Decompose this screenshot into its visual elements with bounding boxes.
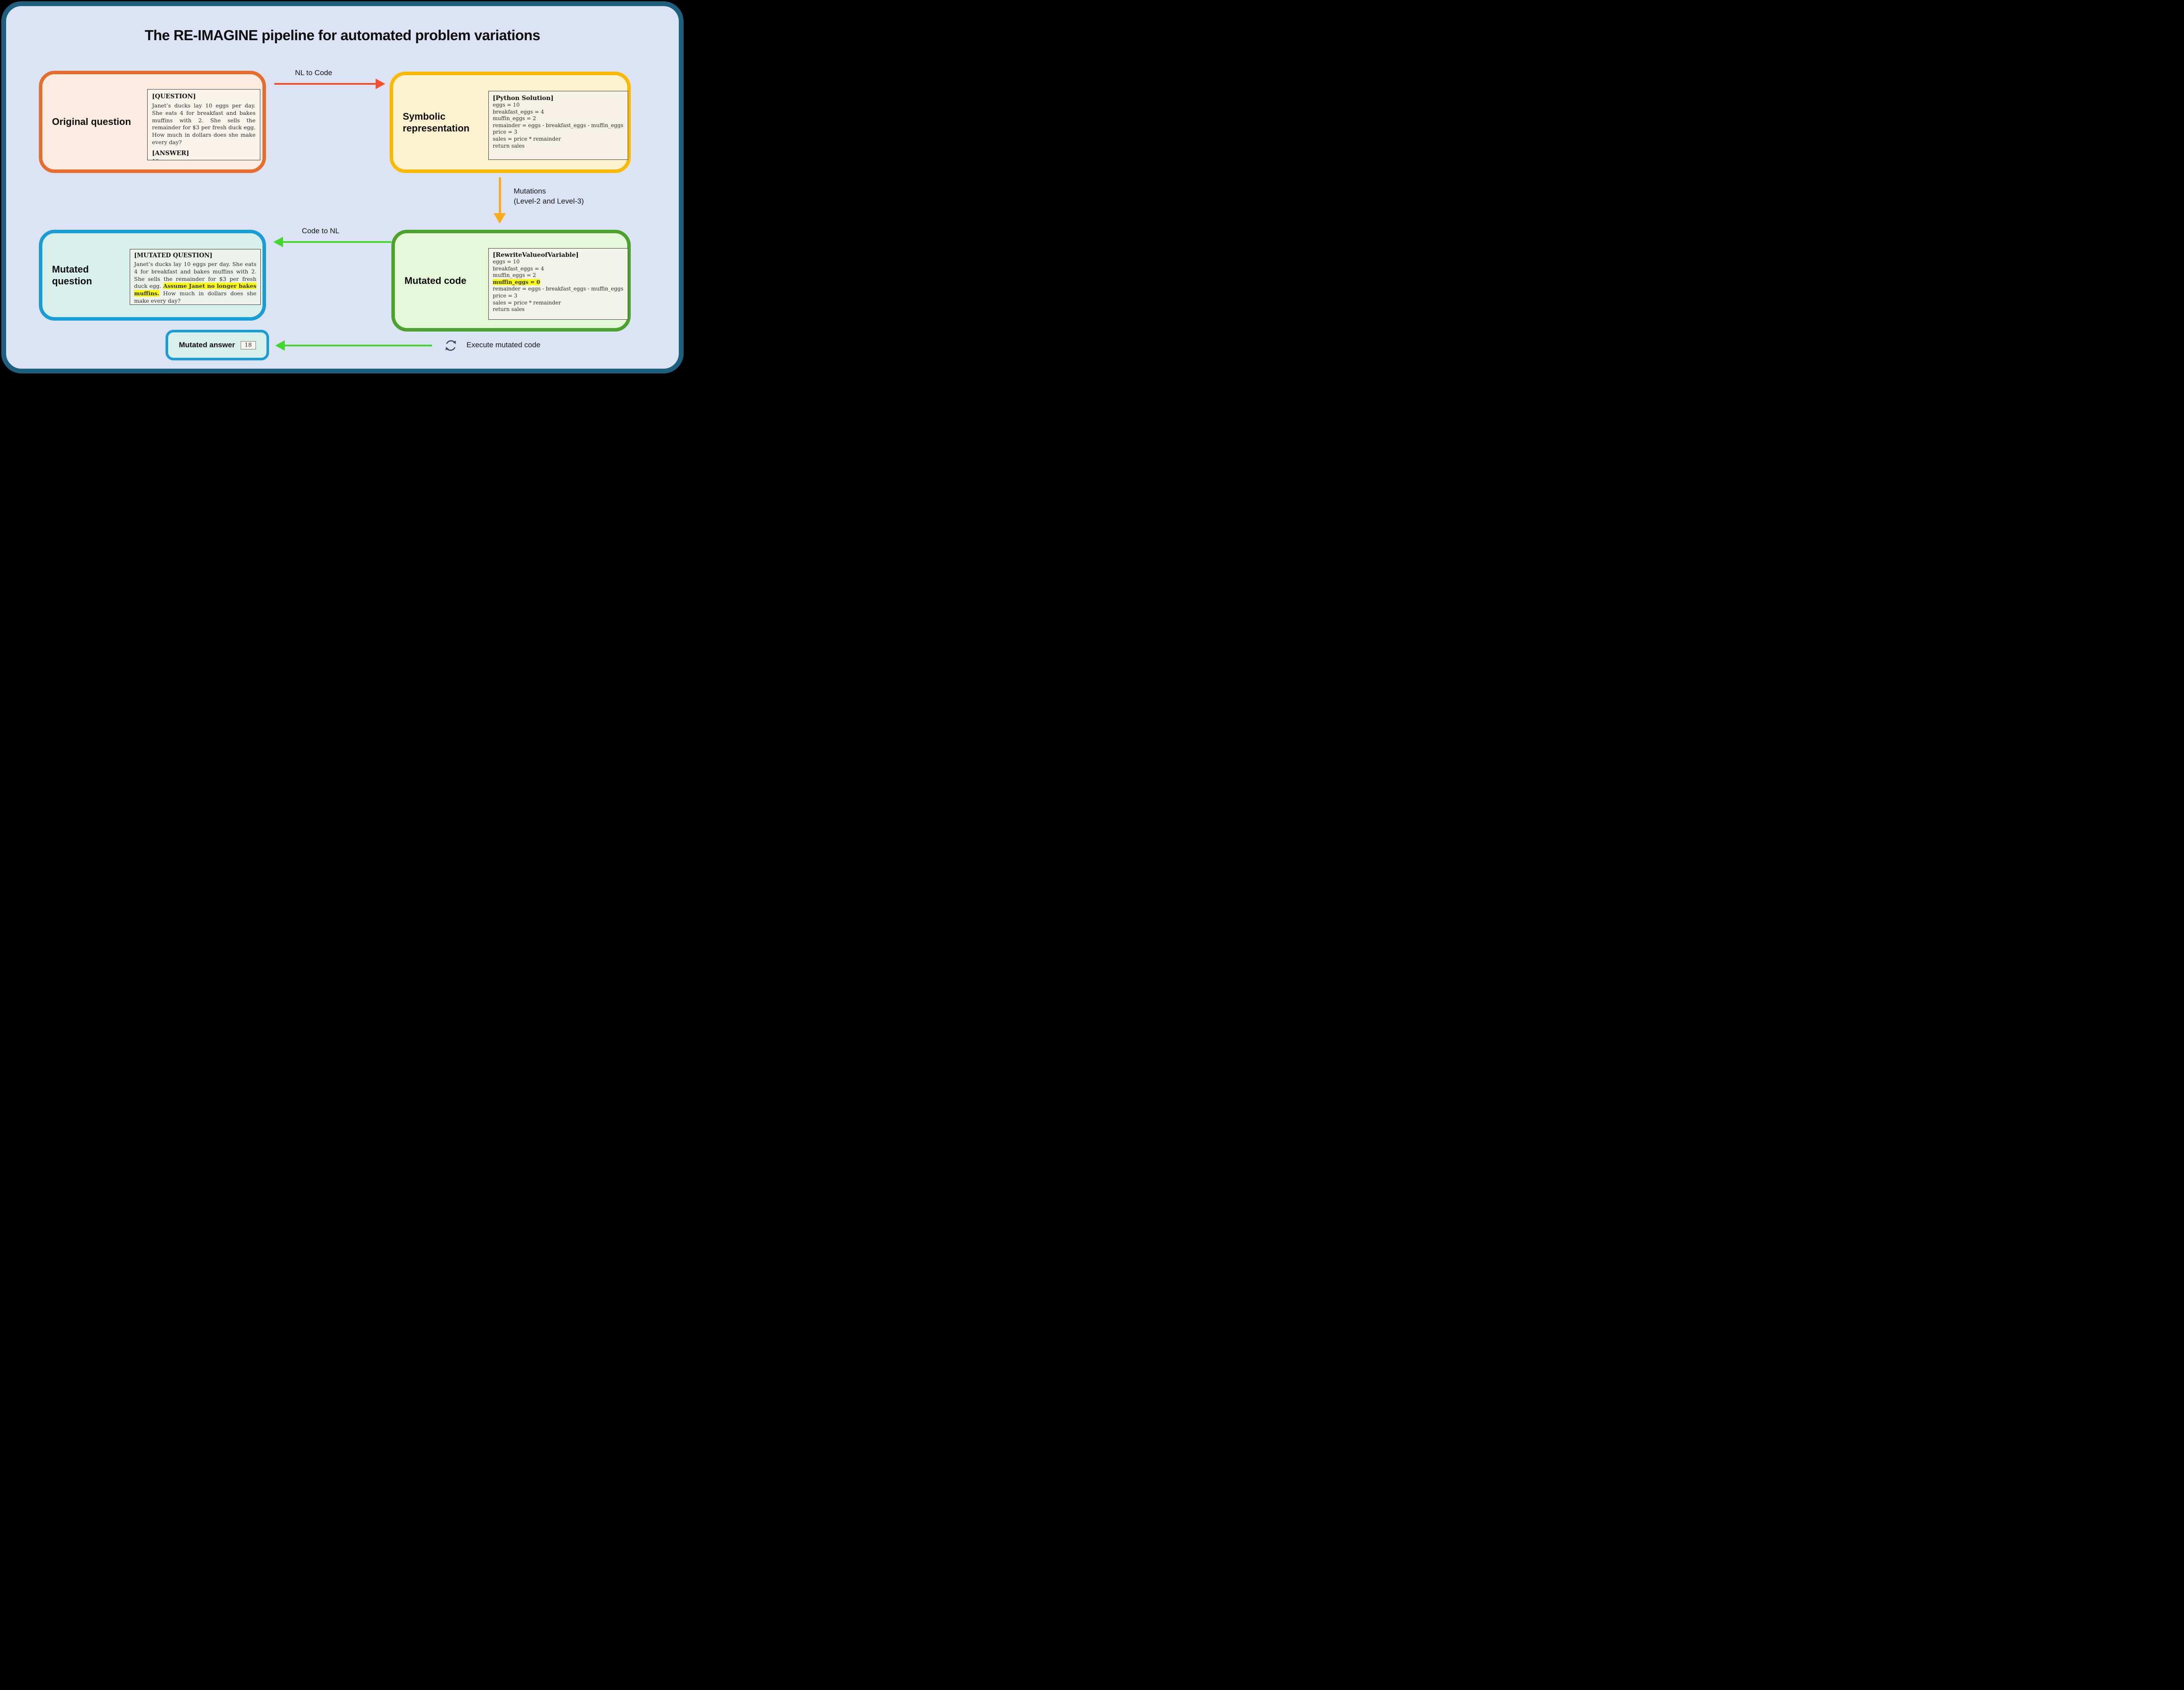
mutations-label-line1: Mutations — [514, 187, 546, 195]
nl-to-code-arrow-head — [376, 79, 385, 89]
code-line: price = 3 — [493, 129, 518, 135]
mutated-question-before: Janet’s ducks lay 10 eggs per day. She e… — [134, 261, 256, 290]
mutated-answer-label: Mutated answer — [179, 341, 235, 349]
code-line: remainder = eggs - breakfast_eggs - muff… — [493, 286, 624, 292]
code-line: breakfast_eggs = 4 — [493, 265, 544, 272]
code-to-nl-arrow-line — [283, 241, 391, 243]
answer-heading: [ANSWER] — [152, 149, 190, 157]
code-line: return sales — [493, 306, 525, 313]
mutations-label-line2: (Level-2 and Level-3) — [514, 197, 584, 205]
mutated-question-label: Mutated question — [52, 263, 92, 287]
original-question-card: [QUESTION] Janet’s ducks lay 10 eggs per… — [147, 89, 260, 160]
mutated-question-card: [MUTATED QUESTION] Janet’s ducks lay 10 … — [130, 249, 261, 305]
execute-arrow-head — [275, 340, 285, 351]
mutated-code-card: [RewriteValueofVariable] eggs = 10 break… — [488, 248, 628, 320]
mutated-code-label: Mutated code — [404, 275, 467, 286]
mutated-code-box: Mutated code [RewriteValueofVariable] eg… — [391, 230, 631, 332]
code-line: sales = price * remainder — [493, 135, 561, 142]
python-solution-card: [Python Solution] eggs = 10 breakfast_eg… — [488, 91, 628, 160]
answer-value: 12 — [152, 159, 256, 160]
question-heading: [QUESTION] — [152, 93, 196, 100]
code-to-nl-label: Code to NL — [302, 227, 339, 235]
symbolic-representation-label: Symbolic representation — [403, 111, 470, 134]
code-line: eggs = 10 — [493, 259, 520, 265]
mutated-question-heading: [MUTATED QUESTION] — [134, 252, 213, 259]
execute-arrow-line — [285, 345, 432, 346]
nl-to-code-arrow-line — [274, 83, 376, 85]
mutated-code-heading: [RewriteValueofVariable] — [493, 252, 579, 259]
mutated-answer-value: 18 — [240, 341, 256, 349]
question-text: Janet’s ducks lay 10 eggs per day. She e… — [152, 102, 256, 145]
code-line: muffin_eggs = 2 — [493, 115, 536, 122]
python-solution-heading: [Python Solution] — [493, 95, 554, 102]
mutated-answer-box: Mutated answer 18 — [166, 330, 269, 360]
code-line: return sales — [493, 142, 525, 149]
mutated-question-after: How much in dollars does she make every … — [134, 290, 256, 304]
mutations-arrow-line — [499, 177, 501, 213]
mutations-label: Mutations (Level-2 and Level-3) — [514, 187, 584, 207]
diagram-title: The RE-IMAGINE pipeline for automated pr… — [145, 27, 540, 43]
code-line: breakfast_eggs = 4 — [493, 108, 544, 115]
mutated-question-box: Mutated question [MUTATED QUESTION] Jane… — [39, 230, 266, 321]
mutated-question-text: Janet’s ducks lay 10 eggs per day. She e… — [134, 261, 256, 304]
mutation-highlight: muffin_eggs = 0 — [493, 279, 540, 285]
pipeline-diagram: The RE-IMAGINE pipeline for automated pr… — [0, 0, 685, 375]
code-to-nl-arrow-head — [273, 237, 283, 247]
original-question-box: Original question [QUESTION] Janet’s duc… — [39, 71, 266, 173]
code-line: remainder = eggs - breakfast_eggs - muff… — [493, 122, 624, 128]
diagram-canvas: The RE-IMAGINE pipeline for automated pr… — [1, 1, 684, 373]
refresh-cycle-icon — [446, 340, 456, 351]
symbolic-representation-box: Symbolic representation [Python Solution… — [390, 72, 631, 173]
code-line: price = 3 — [493, 292, 518, 299]
code-line-highlighted: muffin_eggs = 0 — [493, 279, 624, 286]
code-line: sales = price * remainder — [493, 299, 561, 306]
execute-label: Execute mutated code — [467, 341, 541, 349]
mutations-arrow-head — [494, 213, 506, 224]
code-line: eggs = 10 — [493, 102, 520, 108]
code-line: muffin_eggs = 2 — [493, 272, 536, 279]
nl-to-code-label: NL to Code — [295, 69, 332, 77]
original-question-label: Original question — [52, 116, 131, 128]
